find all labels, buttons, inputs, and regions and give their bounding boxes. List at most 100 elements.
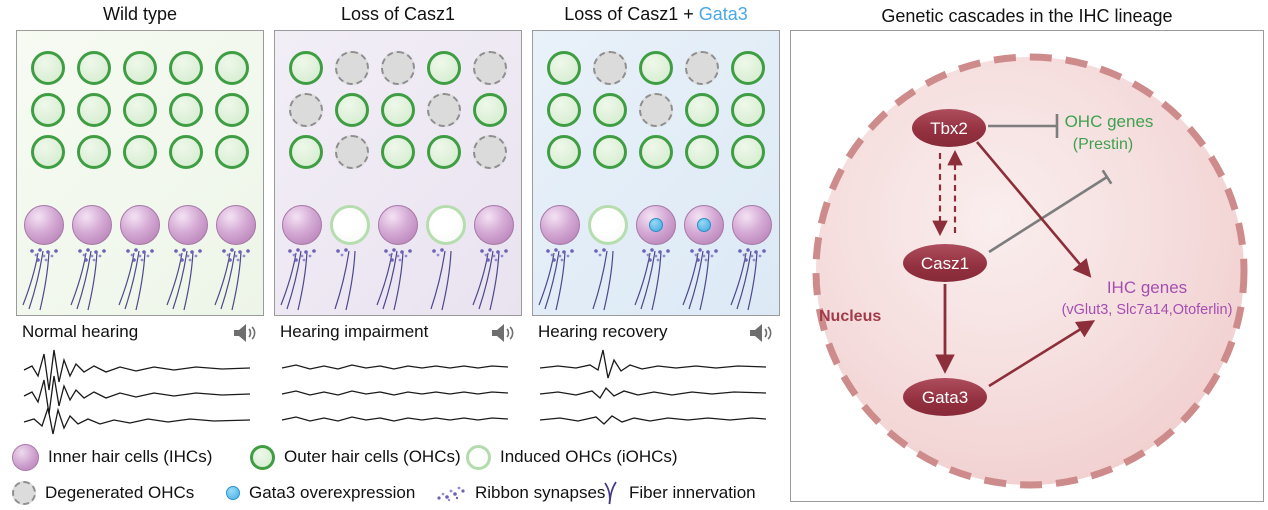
ribbon-synapse-dot [304, 250, 308, 254]
ihc-row [275, 205, 521, 245]
inner-hair-cell [732, 205, 772, 245]
nerve-fiber [382, 250, 398, 310]
nerve-fiber [135, 250, 146, 311]
ribbon-synapse-dot [150, 249, 154, 253]
outer-hair-cell [335, 93, 369, 127]
inner-hair-cell [24, 205, 64, 245]
ribbon-synapse-dot [486, 258, 490, 262]
ribbon-synapse-dot [86, 248, 90, 252]
waveform-trace [281, 416, 509, 422]
ribbon-synapse-dot [492, 254, 496, 258]
panel-title-text: Loss of Casz1 + [564, 4, 699, 24]
outer-hair-cell [731, 51, 765, 85]
legend-item-fiber: Fiber innervation [600, 478, 756, 508]
outer-hair-cell [215, 51, 249, 85]
waveform-trace [539, 386, 767, 400]
legend-item-iohc: Induced OHCs (iOHCs) [466, 442, 678, 472]
outer-hair-cell [169, 135, 203, 169]
legend-label: Outer hair cells (OHCs) [284, 447, 461, 466]
degenerated-ohc [381, 51, 415, 85]
nerve-fiber [286, 250, 302, 310]
outer-hair-cell [427, 51, 461, 85]
ribbon-synapse-dot [138, 254, 142, 258]
degenerated-ohc [335, 135, 369, 169]
degenerated-ohc [289, 93, 323, 127]
ribbon-synapse-dot [432, 249, 436, 253]
legend-label: Degenerated OHCs [45, 483, 195, 502]
ihc-with-gata3-overexpression [636, 205, 676, 245]
ribbon-synapse-dot [436, 253, 440, 257]
nerve-fiber [603, 250, 614, 311]
ribbon-synapse-dot [404, 254, 408, 258]
ribbon-synapse-dot [656, 258, 660, 262]
ribbon-synapse-dot [690, 249, 694, 253]
ribbon-synapse-dot [500, 254, 504, 258]
ribbon-synapse-dot [484, 253, 488, 257]
degenerated-ohc [593, 51, 627, 85]
nerve-fiber [555, 250, 566, 311]
nerve-fiber [393, 250, 404, 311]
ribbon-synapse-dot [698, 248, 702, 252]
ribbon-synapse-dot [130, 253, 134, 257]
ribbon-synapse-dot [44, 258, 48, 262]
panel-title-text: Loss of Casz1 [340, 4, 456, 24]
degenerated-ohc [335, 51, 369, 85]
ribbon-synapse-dot [142, 250, 146, 254]
fibers-and-synapses [22, 248, 250, 311]
hearing-row: Hearing impairment [274, 322, 522, 346]
ribbon-synapse-dot [126, 249, 130, 253]
hearing-status-label: Hearing impairment [280, 322, 429, 341]
ribbon-synapse-dot [312, 249, 316, 253]
ribbon-synapse-dot [750, 254, 754, 258]
ribbon-synapse-dot [228, 258, 232, 262]
nerve-fiber [747, 250, 758, 311]
speaker-icon [750, 324, 772, 342]
ihc-row [17, 205, 263, 245]
ribbon-synapse-dot [396, 254, 400, 258]
abr-waveform [539, 349, 767, 425]
nerve-fiber [730, 252, 747, 306]
ihc-genes-label: IHC genes [1107, 278, 1187, 297]
fibers-and-synapses [538, 248, 766, 311]
nerve-fiber [220, 250, 236, 310]
outer-hair-cell [77, 93, 111, 127]
degenerated-ohc [427, 93, 461, 127]
ribbon-synapse-dot [50, 254, 54, 258]
outer-hair-cell [547, 51, 581, 85]
panel-loss-casz1 [274, 30, 522, 316]
ribbon-synapse-dot [570, 249, 574, 253]
ohc-genes-sublabel: (Prestin) [1073, 136, 1133, 153]
nerve-fiber [489, 250, 500, 311]
nerve-fiber [280, 252, 297, 306]
inner-hair-cell [540, 205, 580, 245]
outer-hair-cell [289, 51, 323, 85]
ribbon-synapse-dot [186, 254, 190, 258]
ribbon-synapse-dot [546, 249, 550, 253]
ribbon-synapse-dot [190, 250, 194, 254]
ribbon-synapse-dot [140, 258, 144, 262]
outer-hair-cell [169, 51, 203, 85]
cascade-panel-title: Genetic cascades in the IHC lineage [881, 6, 1173, 26]
nerve-fiber [87, 250, 98, 311]
ribbon-synapse-dot [742, 253, 746, 257]
ohc-row [275, 93, 521, 127]
cascade-panel: Tbx2 Casz1 Gata3 OHC genes (Prestin) IHC… [790, 30, 1264, 502]
ribbon-synapse-dot [738, 249, 742, 253]
outer-hair-cell [685, 93, 719, 127]
hearing-status-label: Hearing recovery [538, 322, 668, 341]
ribbon-synapse-dot [336, 249, 340, 253]
gata3-node-label: Gata3 [922, 388, 968, 407]
ribbon-synapse-dot [294, 258, 298, 262]
inner-hair-cell [168, 205, 208, 245]
outer-hair-cell [473, 93, 507, 127]
ribbon-synapse-dot [550, 253, 554, 257]
nerve-fiber [640, 250, 656, 310]
nerve-fiber [376, 252, 393, 306]
ribbon-synapse-dot [504, 249, 508, 253]
legend-label: Gata3 overexpression [249, 483, 416, 502]
gata3-dot [697, 218, 711, 232]
ribbon-synapse-dot [178, 253, 182, 257]
degenerated-ohc [639, 93, 673, 127]
ribbon-synapse-dot [102, 249, 106, 253]
waveform-trace [23, 405, 251, 435]
